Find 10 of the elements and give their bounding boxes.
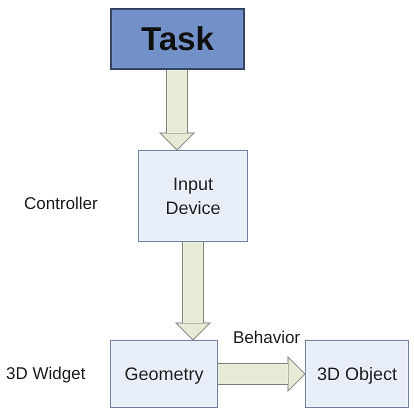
- side-label: Controller: [24, 194, 98, 214]
- box-label: 3D Object: [316, 362, 398, 386]
- box-label: Geometry: [124, 362, 204, 386]
- process-box: [110, 8, 245, 70]
- box-label: Task: [141, 18, 214, 59]
- process-box: [138, 150, 248, 242]
- process-box: [305, 340, 409, 408]
- process-box: [110, 340, 218, 408]
- box-label: Input Device: [164, 172, 222, 220]
- side-label: 3D Widget: [6, 364, 86, 384]
